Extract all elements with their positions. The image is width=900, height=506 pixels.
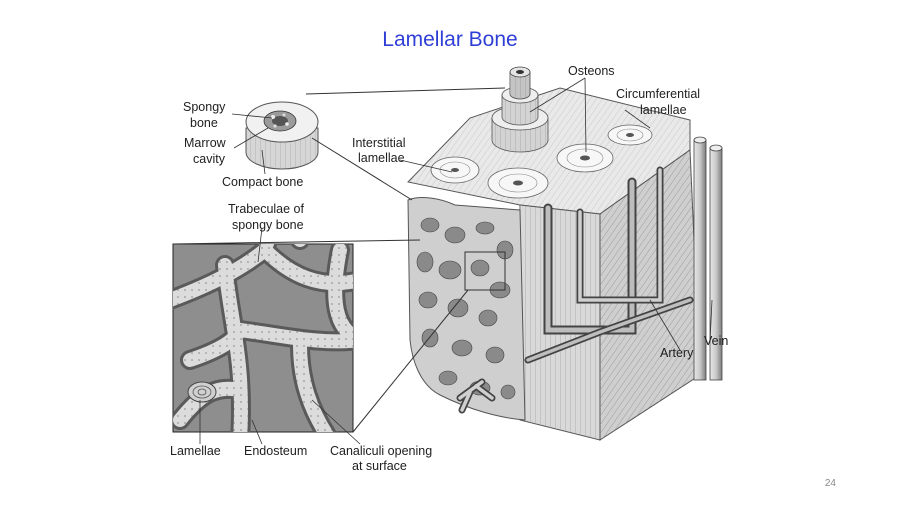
trabeculae-inset xyxy=(172,243,354,433)
blood-vessels xyxy=(524,166,694,364)
branching-vessel xyxy=(456,378,496,414)
page-number: 24 xyxy=(824,478,836,489)
bone-cross-section xyxy=(245,101,319,170)
label-circumferential-lamellae-1: Circumferential xyxy=(616,87,700,101)
compact-bone-block xyxy=(407,66,723,441)
label-vein: Vein xyxy=(704,334,728,348)
label-interstitial-lamellae-2: lamellae xyxy=(358,151,405,165)
label-marrow-cavity-2: cavity xyxy=(193,152,226,166)
connector-lines xyxy=(172,87,506,433)
diagram-labels: Spongy bone Marrow cavity Compact bone I… xyxy=(170,64,728,473)
label-canaliculi-2: at surface xyxy=(352,459,407,473)
spongy-bone-region xyxy=(407,197,526,421)
label-trabeculae-2: spongy bone xyxy=(232,218,304,232)
label-endosteum: Endosteum xyxy=(244,444,307,458)
label-spongy-bone-1: Spongy xyxy=(183,100,226,114)
vein-artery-tubes xyxy=(693,136,723,381)
label-marrow-cavity-1: Marrow xyxy=(184,136,227,150)
leader-lines xyxy=(199,77,713,445)
osteon-tower xyxy=(491,66,549,153)
label-circumferential-lamellae-2: lamellae xyxy=(640,103,687,117)
label-interstitial-lamellae-1: Interstitial xyxy=(352,136,406,150)
label-spongy-bone-2: bone xyxy=(190,116,218,130)
label-osteons: Osteons xyxy=(568,64,615,78)
slide-title: Lamellar Bone xyxy=(382,28,518,51)
label-trabeculae-1: Trabeculae of xyxy=(228,202,304,216)
label-compact-bone: Compact bone xyxy=(222,175,303,189)
label-artery: Artery xyxy=(660,346,694,360)
label-lamellae: Lamellae xyxy=(170,444,221,458)
label-canaliculi-1: Canaliculi opening xyxy=(330,444,432,458)
